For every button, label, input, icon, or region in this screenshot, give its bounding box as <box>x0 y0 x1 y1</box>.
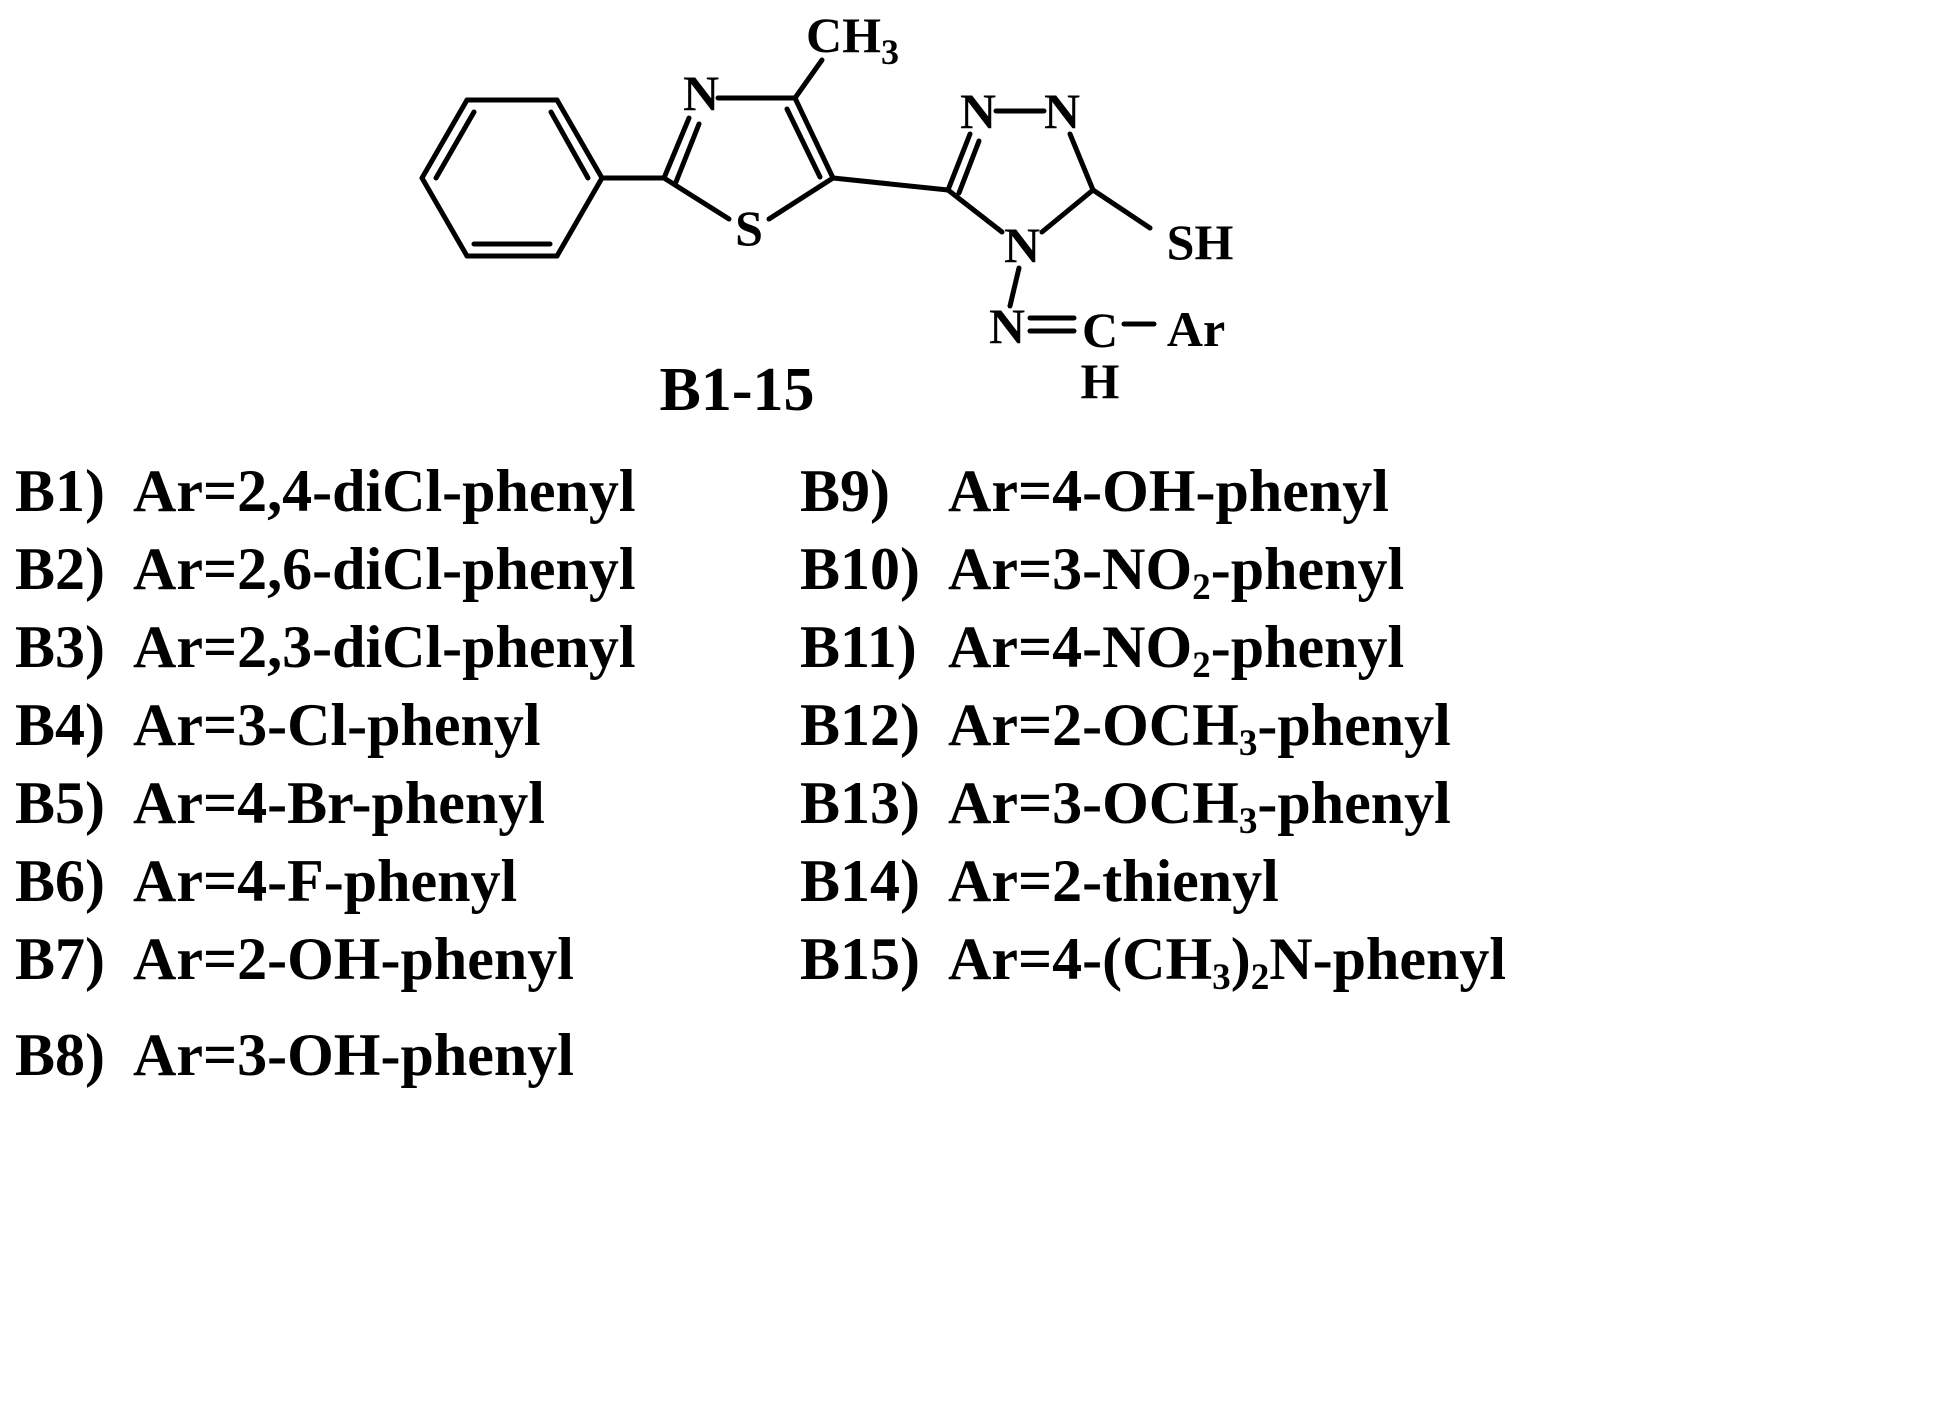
triazole-ring <box>945 108 1096 235</box>
thiazole-sulfur-label: S <box>735 200 763 256</box>
substituent-formula: Ar=4-F-phenyl <box>133 847 518 914</box>
imine-carbon-label: C <box>1082 302 1118 358</box>
bond <box>945 187 1005 235</box>
bond <box>766 175 836 222</box>
compound-series-label: B1-15 <box>660 356 815 424</box>
atom-labels: CH3 N S N N N SH N C H Ar <box>683 7 1234 409</box>
substituent-item: B11) Ar=4-NO2-phenyl <box>800 608 1506 686</box>
bond <box>945 131 973 193</box>
substituent-item: B4) Ar=3-Cl-phenyl <box>15 686 636 764</box>
thiol-group-label: SH <box>1167 214 1234 270</box>
compound-id: B7) <box>15 925 105 992</box>
bond <box>1067 131 1096 193</box>
methyl-group-label: CH3 <box>806 7 899 72</box>
compound-id: B3) <box>15 613 105 680</box>
hydrazone-linkage <box>1007 265 1157 334</box>
substituent-formula: Ar=3-OH-phenyl <box>133 1021 574 1088</box>
substituent-formula: Ar=4-Br-phenyl <box>133 769 545 836</box>
compound-id: B9) <box>800 457 890 524</box>
substituent-formula: Ar=2-thienyl <box>948 847 1279 914</box>
substituent-item: B10) Ar=3-NO2-phenyl <box>800 530 1506 608</box>
bond <box>830 175 951 193</box>
substituent-item: B1) Ar=2,4-diCl-phenyl <box>15 452 636 530</box>
compound-id: B2) <box>15 535 105 602</box>
bond <box>419 97 470 181</box>
substituent-formula: Ar=4-NO2-phenyl <box>948 613 1405 686</box>
substituent-item: B6) Ar=4-F-phenyl <box>15 842 636 920</box>
double-bond-inner <box>433 109 477 181</box>
subscript: 3 <box>1238 800 1258 842</box>
substituent-item: B7) Ar=2-OH-phenyl <box>15 920 636 998</box>
triazole-nitrogen-left-label: N <box>960 83 996 139</box>
bond-lines <box>419 57 1157 334</box>
substituent-formula: Ar=3-OCH3-phenyl <box>948 769 1451 842</box>
bond <box>554 97 605 181</box>
triazole-nitrogen-bottom-label: N <box>1004 217 1040 273</box>
compound-id: B1) <box>15 457 105 524</box>
bond <box>792 95 836 181</box>
substituent-formula: Ar=4-OH-phenyl <box>948 457 1389 524</box>
subscript: 2 <box>1192 644 1211 686</box>
compound-id: B12) <box>800 691 920 758</box>
imine-nitrogen-label: N <box>989 298 1025 354</box>
substituent-formula: Ar=2,3-diCl-phenyl <box>133 613 636 680</box>
compound-id: B13) <box>800 769 920 836</box>
phenyl-ring <box>419 97 605 259</box>
triazole-nitrogen-right-label: N <box>1044 83 1080 139</box>
thiazole-nitrogen-label: N <box>683 65 719 121</box>
bond <box>419 175 470 259</box>
double-bond-inner <box>673 121 702 185</box>
thiol-bond <box>1090 187 1153 231</box>
bond <box>661 115 692 181</box>
bond <box>1039 187 1096 235</box>
substituent-formula: Ar=2,4-diCl-phenyl <box>133 457 636 524</box>
substituent-item: B9) Ar=4-OH-phenyl <box>800 452 1506 530</box>
substituent-formula: Ar=2-OCH3-phenyl <box>948 691 1451 764</box>
substituent-item: B3) Ar=2,3-diCl-phenyl <box>15 608 636 686</box>
compound-id: B5) <box>15 769 105 836</box>
chemical-structure-diagram: CH3 N S N N N SH N C H Ar B1-15 <box>419 7 1234 424</box>
compound-id: B4) <box>15 691 105 758</box>
substituent-formula: Ar=4-(CH3)2N-phenyl <box>948 925 1507 998</box>
substituent-item: B15) Ar=4-(CH3)2N-phenyl <box>800 920 1506 998</box>
substituent-item: B8) Ar=3-OH-phenyl <box>15 1016 636 1094</box>
substituent-item: B2) Ar=2,6-diCl-phenyl <box>15 530 636 608</box>
compound-id: B11) <box>800 613 917 680</box>
substituent-item: B12) Ar=2-OCH3-phenyl <box>800 686 1506 764</box>
subscript: 2 <box>1250 956 1270 998</box>
double-bond-inner <box>956 138 982 196</box>
methyl-bond <box>792 57 825 101</box>
subscript: 3 <box>1238 722 1258 764</box>
bond <box>1007 265 1022 309</box>
subscript: 3 <box>1212 956 1231 998</box>
double-bond-inner <box>548 109 591 181</box>
subscript: 2 <box>1192 566 1211 608</box>
bond <box>554 175 605 259</box>
imine-hydrogen-label: H <box>1081 353 1120 409</box>
compound-id: B15) <box>800 925 920 992</box>
aryl-group-label: Ar <box>1167 301 1225 357</box>
substituent-formula: Ar=2-OH-phenyl <box>133 925 574 992</box>
substituent-item: B13) Ar=3-OCH3-phenyl <box>800 764 1506 842</box>
substituent-formula: Ar=2,6-diCl-phenyl <box>133 535 636 602</box>
substituent-formula: Ar=3-Cl-phenyl <box>133 691 541 758</box>
bond <box>661 175 732 222</box>
compound-id: B10) <box>800 535 920 602</box>
thiazole-ring <box>661 57 836 222</box>
compound-id: B6) <box>15 847 105 914</box>
compound-id: B14) <box>800 847 920 914</box>
substituent-item: B5) Ar=4-Br-phenyl <box>15 764 636 842</box>
compound-id: B8) <box>15 1021 105 1088</box>
substituent-item: B14) Ar=2-thienyl <box>800 842 1506 920</box>
double-bond-inner <box>784 106 823 180</box>
substituent-formula: Ar=3-NO2-phenyl <box>948 535 1405 608</box>
